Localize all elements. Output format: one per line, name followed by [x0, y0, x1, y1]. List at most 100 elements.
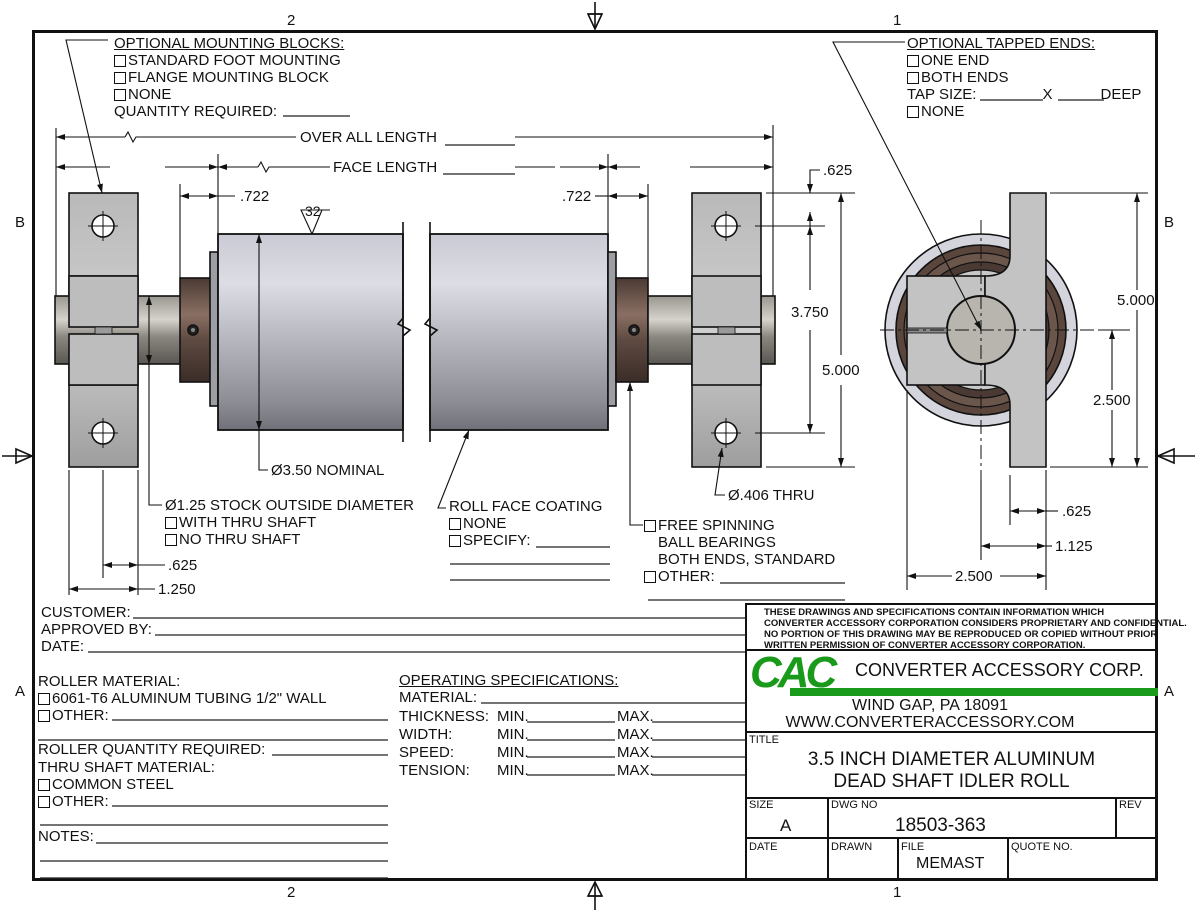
checkbox[interactable] [907, 55, 919, 67]
size-value: A [780, 816, 792, 835]
mounting-option-none[interactable]: NONE [114, 86, 344, 103]
dim-block-height: 5.000 [822, 362, 860, 379]
notes-field[interactable]: NOTES: [38, 828, 94, 845]
shaft-group: Ø1.25 STOCK OUTSIDE DIAMETER WITH THRU S… [165, 497, 414, 548]
left-shaft [54, 275, 184, 386]
roller-material-group: ROLLER MATERIAL: 6061-T6 ALUMINUM TUBING… [38, 673, 327, 724]
checkbox[interactable] [644, 571, 656, 583]
drawing-title: 3.5 INCH DIAMETER ALUMINUM DEAD SHAFT ID… [807, 749, 1096, 792]
checkbox[interactable] [449, 518, 461, 530]
mounting-option-flange[interactable]: FLANGE MOUNTING BLOCK [114, 69, 344, 86]
center-arrow-bottom [586, 880, 604, 910]
right-bearing [607, 251, 649, 407]
checkbox[interactable] [114, 89, 126, 101]
center-arrow-left [2, 447, 34, 465]
spec-material-field[interactable]: MATERIAL: [399, 689, 478, 706]
divider [897, 839, 899, 881]
file-label: FILE [901, 841, 925, 853]
spec-row-width[interactable]: WIDTH:MIN.MAX. [399, 726, 654, 743]
checkbox[interactable] [114, 55, 126, 67]
tapped-option-one-end[interactable]: ONE END [907, 52, 1141, 69]
dim-end-1125: 1.125 [1055, 538, 1093, 555]
checkbox[interactable] [165, 517, 177, 529]
dim-block-width: 1.250 [158, 581, 196, 598]
roller-material-title: ROLLER MATERIAL: [38, 673, 181, 690]
date-label: DATE [749, 841, 778, 853]
dim-end-625: .625 [1062, 503, 1092, 520]
zone-marker-bottom-1: 1 [893, 884, 902, 901]
bearing-line-3: BOTH ENDS, STANDARD [658, 551, 836, 568]
tapped-option-both-ends[interactable]: BOTH ENDS [907, 69, 1141, 86]
date-field[interactable]: DATE: [41, 638, 85, 655]
roller-option-other[interactable]: OTHER: [38, 707, 327, 724]
bearing-option-standard[interactable]: FREE SPINNING [644, 517, 835, 534]
zone-marker-right-b: B [1164, 214, 1175, 231]
tapped-ends-group: OPTIONAL TAPPED ENDS: ONE END BOTH ENDS … [907, 35, 1141, 120]
checkbox[interactable] [165, 534, 177, 546]
right-mount-hole-bottom [711, 418, 741, 448]
roll-diameter-label: Ø3.50 NOMINAL [271, 462, 385, 479]
roller-option-aluminum[interactable]: 6061-T6 ALUMINUM TUBING 1/2" WALL [38, 690, 327, 707]
tapped-option-none[interactable]: NONE [907, 103, 1141, 120]
mounting-quantity-field[interactable]: QUANTITY REQUIRED: [114, 103, 278, 120]
dim-end-center: 2.500 [1093, 392, 1131, 409]
left-bearing [179, 251, 219, 407]
surface-finish-symbol: 32 [305, 203, 321, 219]
checkbox[interactable] [644, 520, 656, 532]
checkbox[interactable] [449, 535, 461, 547]
divider [1115, 797, 1117, 839]
left-mount-hole-top [88, 211, 118, 241]
drawn-label: DRAWN [831, 841, 873, 853]
divider [745, 649, 1158, 651]
company-address: WIND GAP, PA 18091 WWW.CONVERTERACCESSOR… [785, 697, 1075, 731]
shaft-option-with-thru[interactable]: WITH THRU SHAFT [165, 514, 414, 531]
center-arrow-top [586, 2, 604, 31]
confidential-notice: THESE DRAWINGS AND SPECIFICATIONS CONTAI… [764, 607, 1187, 651]
coating-option-specify[interactable]: SPECIFY: [449, 532, 602, 549]
spec-row-thickness[interactable]: THICKNESS:MIN.MAX. [399, 708, 654, 725]
thru-shaft-group: THRU SHAFT MATERIAL: COMMON STEEL OTHER: [38, 759, 215, 810]
mounting-option-standard-foot[interactable]: STANDARD FOOT MOUNTING [114, 52, 344, 69]
thru-shaft-title: THRU SHAFT MATERIAL: [38, 759, 215, 776]
checkbox[interactable] [114, 72, 126, 84]
title-label: TITLE [749, 734, 779, 746]
shaft-material-common-steel[interactable]: COMMON STEEL [38, 776, 215, 793]
coating-group: ROLL FACE COATING NONE SPECIFY: [449, 498, 602, 549]
customer-field[interactable]: CUSTOMER: [41, 604, 131, 621]
tapped-ends-title: OPTIONAL TAPPED ENDS: [907, 35, 1096, 52]
shaft-material-other[interactable]: OTHER: [38, 793, 215, 810]
spec-row-tension[interactable]: TENSION:MIN.MAX. [399, 762, 654, 779]
roller-quantity-field[interactable]: ROLLER QUANTITY REQUIRED: [38, 741, 266, 758]
operating-specs-group: OPERATING SPECIFICATIONS: MATERIAL: [399, 672, 618, 706]
coating-option-none[interactable]: NONE [449, 515, 602, 532]
spec-rows: THICKNESS:MIN.MAX. WIDTH:MIN.MAX. SPEED:… [399, 708, 654, 780]
hole-diameter-label: Ø.406 THRU [728, 487, 815, 504]
approved-by-field[interactable]: APPROVED BY: [41, 621, 152, 638]
checkbox[interactable] [38, 693, 50, 705]
dim-left-722: .722 [240, 188, 270, 205]
zone-marker-top-2: 2 [287, 12, 296, 29]
shaft-option-no-thru[interactable]: NO THRU SHAFT [165, 531, 414, 548]
checkbox[interactable] [907, 72, 919, 84]
checkbox[interactable] [38, 796, 50, 808]
checkbox[interactable] [907, 106, 919, 118]
center-arrow-right [1156, 447, 1195, 465]
overall-length-label: OVER ALL LENGTH [300, 129, 437, 146]
bearing-option-other[interactable]: OTHER: [644, 568, 835, 585]
spec-row-speed[interactable]: SPEED:MIN.MAX. [399, 744, 654, 761]
roll-body-left [217, 233, 404, 431]
shaft-title: Ø1.25 STOCK OUTSIDE DIAMETER [165, 497, 414, 514]
bearings-group: FREE SPINNING BALL BEARINGS BOTH ENDS, S… [644, 517, 835, 585]
face-length-label: FACE LENGTH [333, 159, 438, 176]
checkbox[interactable] [38, 710, 50, 722]
zone-marker-bottom-2: 2 [287, 884, 296, 901]
company-name: CONVERTER ACCESSORY CORP. [855, 660, 1144, 680]
zone-marker-right-a: A [1164, 683, 1175, 700]
zone-marker-left-a: A [15, 683, 26, 700]
size-label: SIZE [749, 799, 774, 811]
divider [1007, 839, 1009, 881]
operating-specs-title: OPERATING SPECIFICATIONS: [399, 672, 619, 689]
checkbox[interactable] [38, 779, 50, 791]
